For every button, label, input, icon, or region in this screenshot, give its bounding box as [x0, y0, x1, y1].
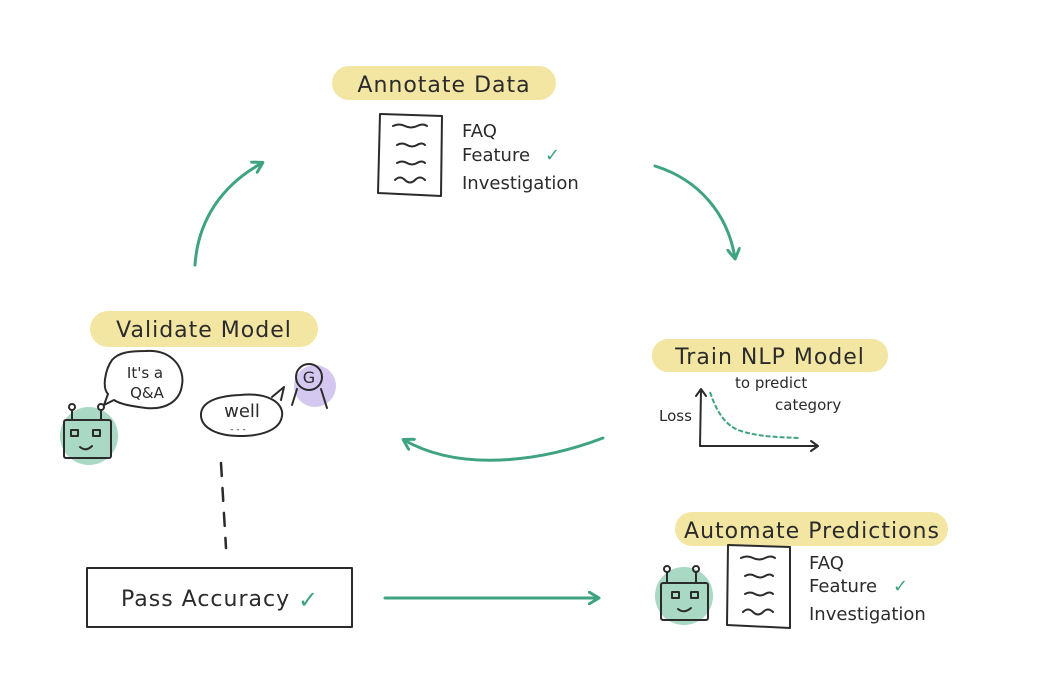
train-title-highlight — [652, 339, 888, 372]
annotate-check-icon: ✓ — [545, 145, 560, 166]
automate-check-icon: ✓ — [893, 576, 908, 597]
user-bubble-text: well — [224, 401, 260, 422]
pass-accuracy-box — [86, 567, 353, 628]
arrow-validate-to-annotate — [193, 163, 262, 267]
user-speech-bubble — [199, 393, 284, 437]
loss-curve — [709, 391, 801, 439]
automate-category-feature: Feature — [809, 576, 877, 597]
validate-to-pass-dashed-line — [219, 461, 228, 550]
automate-title-highlight — [675, 512, 948, 546]
arrow-annotate-to-train — [653, 164, 735, 258]
automate-category-investigation: Investigation — [809, 604, 926, 625]
train-subtitle-line1: to predict — [735, 374, 807, 392]
annotate-data-section: Annotate Data FAQ Feature ✓ Investigatio… — [332, 66, 579, 197]
validate-title: Validate Model — [116, 318, 292, 343]
validate-model-section: Validate Model It's a Q&A well - - - G — [60, 311, 336, 550]
automate-title: Automate Predictions — [684, 519, 940, 544]
bot-speech-bubble — [103, 349, 184, 410]
loss-axis-label: Loss — [659, 407, 692, 425]
pass-accuracy-label: Pass Accuracy — [121, 587, 290, 612]
annotate-title: Annotate Data — [357, 73, 530, 98]
loss-curve-chart — [695, 388, 819, 452]
automate-category-faq: FAQ — [809, 553, 844, 574]
annotate-category-faq: FAQ — [462, 121, 497, 142]
annotate-document-icon — [377, 113, 443, 197]
user-avatar-icon: G — [291, 363, 336, 409]
automate-robot-icon — [655, 565, 713, 625]
validate-title-highlight — [90, 311, 318, 347]
pass-accuracy-section: Pass Accuracy ✓ — [86, 567, 353, 628]
arrow-train-to-validate — [404, 436, 605, 462]
bot-bubble-line1: It's a — [127, 364, 163, 382]
train-subtitle-line2: category — [775, 396, 841, 414]
robot-icon — [60, 403, 118, 465]
annotate-category-investigation: Investigation — [462, 173, 579, 194]
user-avatar-initial: G — [303, 368, 315, 387]
user-bubble-trail: - - - — [230, 425, 245, 435]
annotate-title-highlight — [332, 66, 556, 100]
annotate-category-feature: Feature — [462, 145, 530, 166]
automate-document-icon — [726, 544, 791, 629]
automate-predictions-section: Automate Predictions FAQ Feature ✓ Inves… — [655, 512, 948, 629]
train-model-section: Train NLP Model to predict category Loss — [652, 339, 888, 452]
train-title: Train NLP Model — [674, 345, 865, 370]
bot-bubble-line2: Q&A — [130, 384, 165, 402]
pass-check-icon: ✓ — [298, 586, 318, 614]
